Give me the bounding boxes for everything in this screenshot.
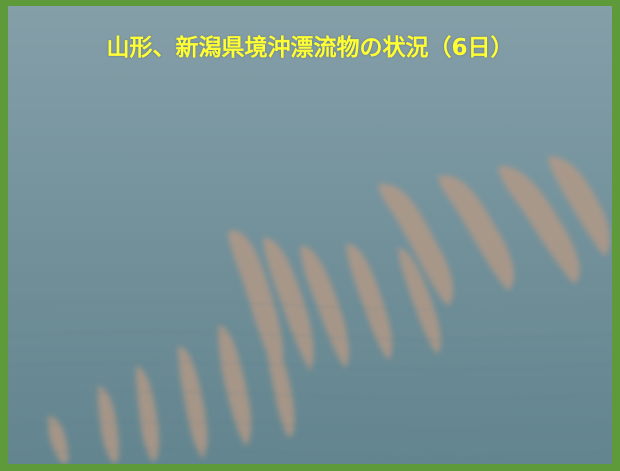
debris-streak (263, 237, 314, 371)
debris-streak (346, 243, 393, 360)
sea-surface-illustration (8, 6, 612, 464)
debris-streak (498, 165, 580, 284)
debris-streak (266, 336, 295, 438)
debris-streak (178, 346, 208, 458)
floating-debris-streaks (48, 156, 610, 464)
debris-streak (398, 248, 441, 354)
debris-streak (438, 175, 515, 291)
debris-streak (98, 386, 120, 464)
sky-haze (8, 6, 612, 464)
wave-texture (8, 301, 612, 459)
photo-caption: 山形、新潟県境沖漂流物の状況（6日） (106, 35, 514, 61)
debris-streak (548, 156, 610, 256)
debris-streak (378, 183, 454, 306)
aerial-sea-photo: 山形、新潟県境沖漂流物の状況（6日） (8, 6, 612, 464)
debris-streak (218, 325, 252, 446)
debris-streak (136, 366, 160, 462)
